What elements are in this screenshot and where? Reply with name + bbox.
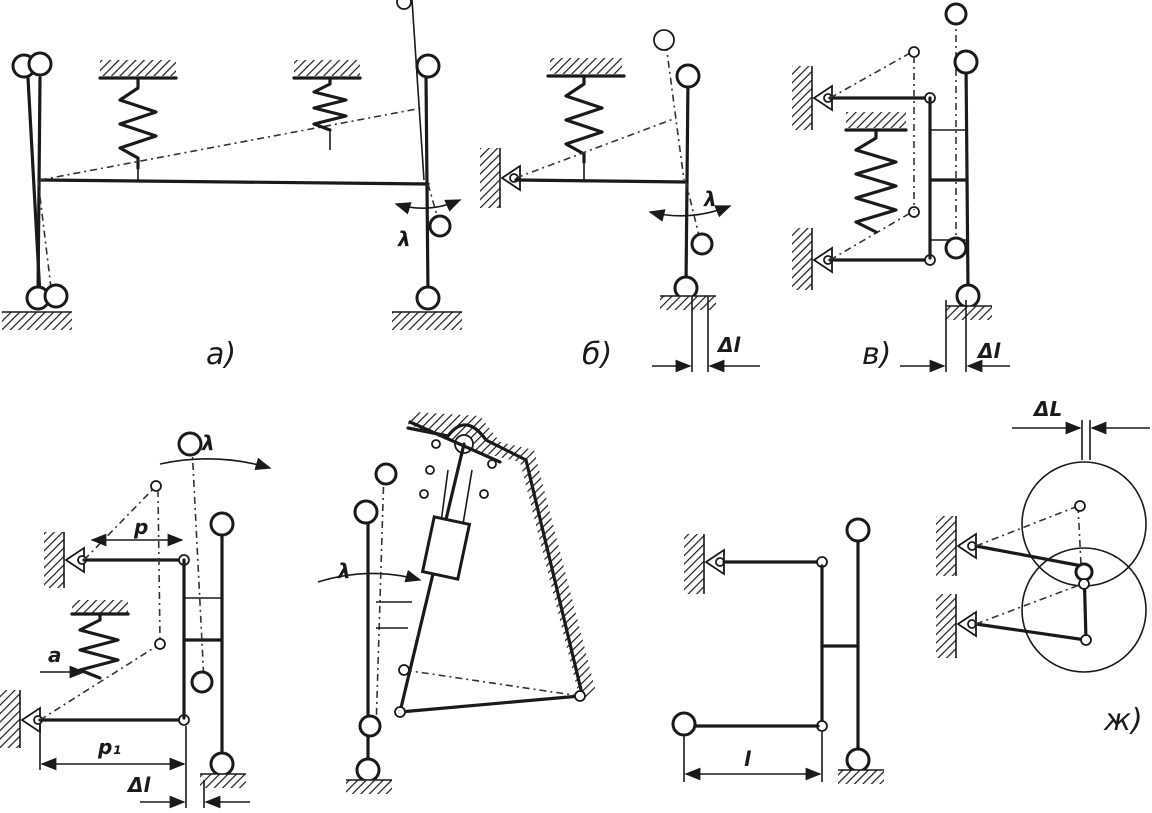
panel-g-p: p xyxy=(133,515,148,539)
panel-g-p1: p₁ xyxy=(97,735,121,759)
panel-v: Δl в) xyxy=(792,2,1010,373)
panel-b-lambda: λ xyxy=(703,187,717,211)
panel-a: λ а) xyxy=(2,0,462,372)
panel-g-delta-l: Δl xyxy=(126,773,151,797)
panel-v-delta-l: Δl xyxy=(976,339,1001,363)
panel-e: l xyxy=(671,517,884,784)
panel-b-caption: б) xyxy=(582,337,612,372)
panel-a-caption: а) xyxy=(206,337,236,372)
panel-zh: ΔL ж) xyxy=(936,397,1150,738)
panel-d: λ xyxy=(317,412,596,794)
panel-e-l: l xyxy=(744,747,752,771)
panel-d-lambda: λ xyxy=(337,559,351,583)
panel-g-a: a xyxy=(48,643,62,667)
panel-v-caption: в) xyxy=(862,337,891,372)
panel-a-lambda: λ xyxy=(397,227,411,251)
panel-zh-caption: ж) xyxy=(1103,703,1143,738)
panel-b: λ Δl б) xyxy=(480,29,760,373)
panel-zh-delta-l: ΔL xyxy=(1032,397,1062,421)
panel-g: λ p a p₁ Δl xyxy=(0,431,272,809)
panel-g-lambda: λ xyxy=(201,431,215,455)
panel-b-delta-l: Δl xyxy=(716,333,741,357)
